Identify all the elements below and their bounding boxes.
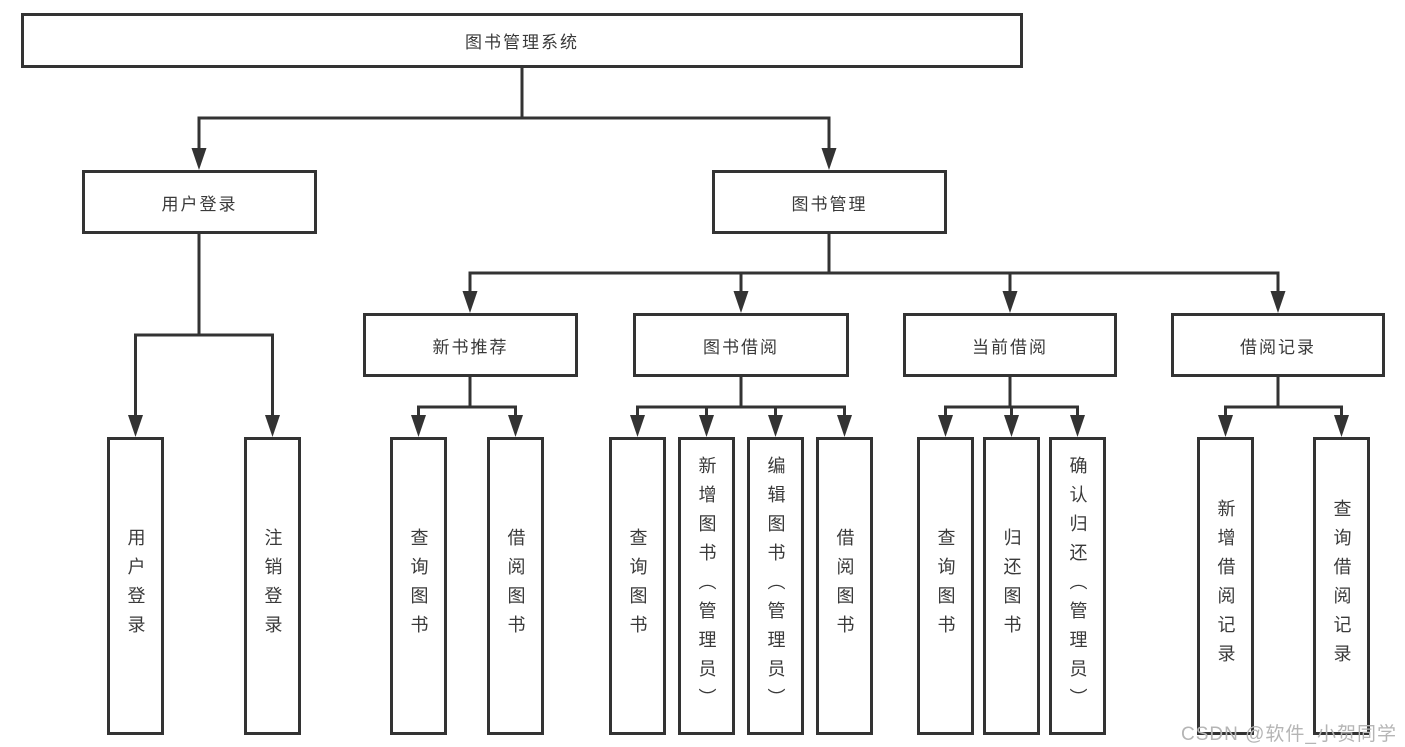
leaf-logout-label: 注销登录: [262, 528, 283, 644]
leaf-query-books: 查询图书: [609, 437, 666, 735]
connector-borrow-records-to-leaves: [1218, 375, 1349, 437]
connector-root-to-level1: [191, 64, 837, 170]
leaf-borrow-books: 借阅图书: [816, 437, 873, 735]
leaf-confirm-return-admin-label: 确认归还（管理员）: [1067, 455, 1088, 717]
leaf-confirm-return-admin: 确认归还（管理员）: [1049, 437, 1106, 735]
leaf-borrow-books-recommend-label: 借阅图书: [505, 528, 526, 644]
connector-current-borrow-to-leaves: [938, 375, 1085, 437]
leaf-logout: 注销登录: [244, 437, 301, 735]
csdn-watermark: CSDN @软件_小贺同学: [1181, 724, 1397, 745]
node-book-management-label: 图书管理: [791, 194, 868, 214]
leaf-user-login: 用户登录: [107, 437, 164, 735]
connector-new-book-recommend-to-leaves: [411, 375, 523, 437]
leaf-add-books-admin-label: 新增图书（管理员）: [696, 455, 717, 717]
leaf-borrow-books-recommend: 借阅图书: [487, 437, 544, 735]
node-root: 图书管理系统: [21, 13, 1023, 68]
leaf-edit-books-admin-label: 编辑图书（管理员）: [765, 455, 786, 717]
leaf-query-books-label: 查询图书: [627, 528, 648, 644]
node-user-login: 用户登录: [82, 170, 317, 234]
leaf-query-books-recommend-label: 查询图书: [408, 528, 429, 644]
connector-book-management-to-level2: [462, 230, 1286, 313]
node-current-borrow: 当前借阅: [903, 313, 1117, 377]
node-borrow-records: 借阅记录: [1171, 313, 1385, 377]
leaf-query-books-current: 查询图书: [917, 437, 974, 735]
leaf-edit-books-admin: 编辑图书（管理员）: [747, 437, 804, 735]
connector-book-borrow-to-leaves: [630, 375, 852, 437]
leaf-add-borrow-record-label: 新增借阅记录: [1215, 499, 1236, 673]
connector-user-login-to-leaves: [128, 230, 280, 437]
node-new-book-recommend: 新书推荐: [363, 313, 578, 377]
node-book-borrow-label: 图书借阅: [703, 337, 779, 357]
leaf-add-borrow-record: 新增借阅记录: [1197, 437, 1254, 735]
leaf-borrow-books-label: 借阅图书: [834, 528, 855, 644]
leaf-query-borrow-record-label: 查询借阅记录: [1331, 499, 1352, 673]
leaf-return-books-label: 归还图书: [1001, 528, 1022, 644]
node-new-book-recommend-label: 新书推荐: [432, 337, 509, 357]
leaf-query-borrow-record: 查询借阅记录: [1313, 437, 1370, 735]
node-book-borrow: 图书借阅: [633, 313, 849, 377]
node-user-login-label: 用户登录: [161, 194, 238, 214]
node-borrow-records-label: 借阅记录: [1240, 337, 1316, 357]
leaf-query-books-recommend: 查询图书: [390, 437, 447, 735]
leaf-add-books-admin: 新增图书（管理员）: [678, 437, 735, 735]
leaf-return-books: 归还图书: [983, 437, 1040, 735]
leaf-query-books-current-label: 查询图书: [935, 528, 956, 644]
leaf-user-login-label: 用户登录: [125, 528, 146, 644]
node-book-management: 图书管理: [712, 170, 947, 234]
node-current-borrow-label: 当前借阅: [972, 337, 1048, 357]
node-root-label: 图书管理系统: [465, 33, 579, 52]
